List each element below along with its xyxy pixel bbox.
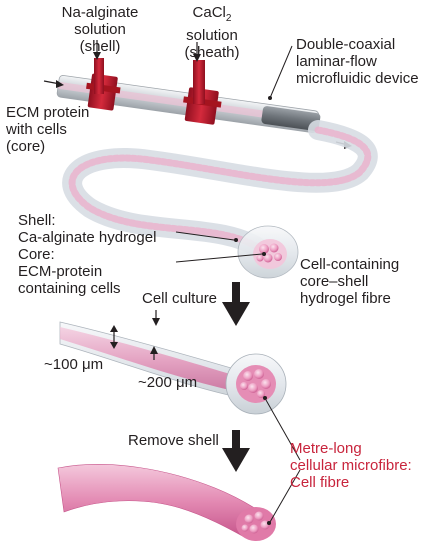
label-fibre: Cell-containing core–shell hydrogel fibr… — [300, 256, 400, 307]
label-cell-culture: Cell culture — [142, 290, 218, 307]
cultured-fibre — [59, 310, 287, 415]
label-cacl2-formula: CaCl — [192, 4, 226, 21]
label-device: Double-coaxial laminar-flow microfluidic… — [296, 36, 419, 87]
outlet-capillary — [261, 106, 321, 131]
fibre-end-cells — [256, 243, 282, 263]
label-dim-200: ~200 μm — [138, 374, 198, 391]
cell-fibre-end — [236, 507, 276, 541]
leader-lines — [175, 45, 301, 525]
label-cacl2-subscript: 2 — [225, 13, 232, 24]
label-cacl2-rest: solution (sheath) — [184, 27, 240, 61]
cultured-fibre-cells — [240, 369, 271, 398]
microfluidic-device — [56, 58, 321, 134]
dimension-marks — [110, 310, 160, 360]
inlet-cacl2 — [193, 60, 205, 104]
process-arrows — [222, 282, 250, 472]
cell-fibre — [57, 464, 276, 541]
label-result: Metre-long cellular microfibre: Cell fib… — [290, 440, 412, 491]
hydrogel-fibre-loop — [62, 120, 378, 279]
cultured-fibre-core — [60, 327, 262, 396]
inlet-alginate — [94, 58, 104, 94]
fibre-loop-core — [68, 126, 372, 254]
label-na-alginate: Na-alginate solution (shell) — [61, 4, 139, 55]
cell-fibre-body — [57, 464, 265, 539]
label-shell-core: Shell: Ca-alginate hydrogel Core: ECM-pr… — [18, 212, 157, 297]
label-remove-shell: Remove shell — [128, 432, 219, 449]
label-cacl2: CaCl2 solution (sheath) — [170, 4, 254, 61]
cell-fibre-cells — [241, 511, 270, 534]
label-ecm-core: ECM protein with cells (core) — [6, 104, 90, 155]
label-dim-100: ~100 μm — [44, 356, 104, 373]
